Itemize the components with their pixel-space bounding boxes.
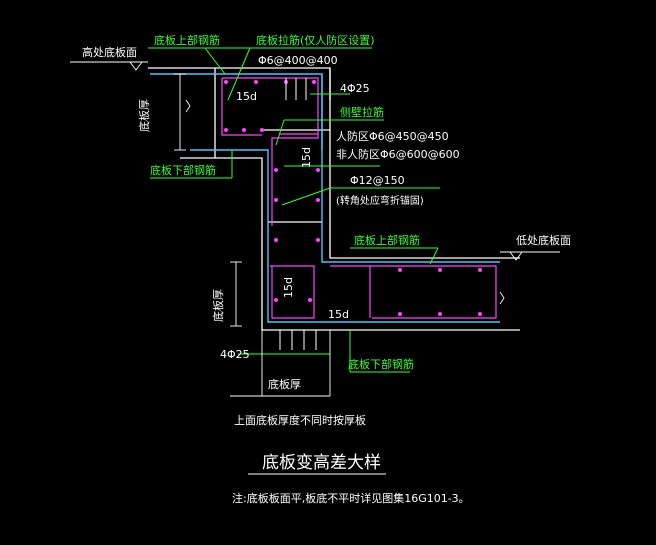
label-non-civil-defense: 非人防区Φ6@600@600 bbox=[336, 147, 460, 161]
label-side-tie: 侧壁拉筋 bbox=[340, 105, 384, 119]
leader-lines bbox=[148, 47, 440, 373]
label-low-side-top: 低处底板面 bbox=[516, 233, 571, 247]
blue-rebars bbox=[150, 73, 500, 323]
label-slab-thick-right: 底板厚 bbox=[211, 289, 225, 322]
label-15d-1: 15d bbox=[236, 90, 257, 103]
label-tie-spacing: Φ6@400@400 bbox=[258, 54, 338, 67]
label-civil-defense: 人防区Φ6@450@450 bbox=[336, 129, 449, 143]
label-bottom-rebar-2: 底板下部钢筋 bbox=[348, 357, 414, 371]
label-15d-3: 15d bbox=[282, 277, 295, 298]
label-15d-2: 15d bbox=[300, 147, 313, 168]
rebar-dots bbox=[224, 80, 482, 316]
bar-ticks bbox=[279, 78, 317, 350]
label-phi12: Φ12@150 bbox=[350, 174, 405, 187]
thickness-note: 上面底板厚度不同时按厚板 bbox=[234, 413, 366, 427]
drawing-title: 底板变高差大样 bbox=[262, 453, 381, 473]
concrete-outline bbox=[148, 67, 520, 331]
label-high-side-top: 高处底板面 bbox=[82, 45, 137, 59]
label-slab-thick-left: 底板厚 bbox=[137, 99, 151, 132]
footnote: 注:底板板面平,板底不平时详见图集16G101-3。 bbox=[232, 491, 470, 505]
label-tie-rebar: 底板拉筋(仅人防区设置) bbox=[256, 33, 375, 47]
dimension-lines bbox=[70, 61, 560, 397]
label-4phi25-top: 4Φ25 bbox=[340, 82, 370, 95]
label-corner-note: (转角处应弯折锚固) bbox=[336, 194, 424, 207]
label-4phi25-bottom: 4Φ25 bbox=[220, 348, 250, 361]
label-top-rebar-2: 底板上部钢筋 bbox=[354, 233, 420, 247]
label-15d-4: 15d bbox=[328, 308, 349, 321]
label-slab-thick-bottom: 底板厚 bbox=[268, 377, 301, 391]
label-top-rebar-1: 底板上部钢筋 bbox=[154, 33, 220, 47]
label-bottom-rebar-1: 底板下部钢筋 bbox=[150, 163, 216, 177]
